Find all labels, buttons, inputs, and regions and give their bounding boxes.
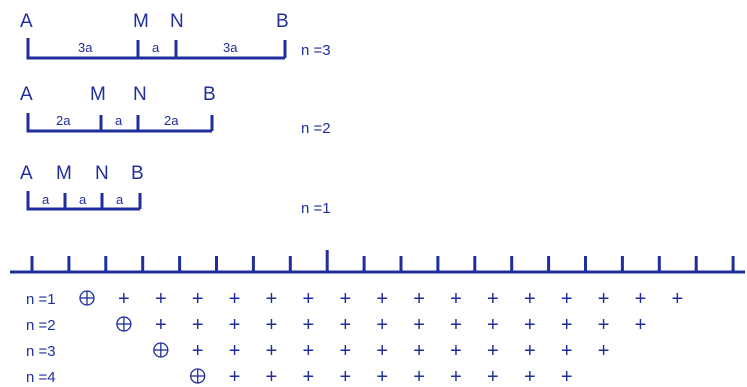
plus-icon: + [376, 366, 388, 387]
plus-icon: + [303, 340, 315, 362]
plus-icon: + [229, 366, 241, 387]
plus-icon: + [339, 288, 351, 310]
segment-label: a [152, 40, 160, 55]
plus-icon: + [155, 314, 167, 336]
plus-icon: + [524, 314, 536, 336]
point-b-label: B [203, 84, 216, 105]
point-a-label: A [20, 11, 33, 32]
plus-icon: + [303, 288, 315, 310]
plus-icon: + [192, 340, 204, 362]
plus-icon: + [561, 340, 573, 362]
plus-icon: + [598, 314, 610, 336]
plus-icon: + [229, 314, 241, 336]
circle-plus-icon [116, 316, 132, 332]
segment-label: a [42, 192, 50, 207]
plus-icon: + [672, 288, 684, 310]
plus-icon: + [339, 340, 351, 362]
plus-icon: + [413, 314, 425, 336]
plus-icon: + [487, 314, 499, 336]
point-b-label: B [276, 11, 289, 32]
plus-icon: + [266, 314, 278, 336]
point-n-label: N [133, 84, 147, 105]
point-m-label: M [56, 163, 72, 184]
plus-icon: + [450, 340, 462, 362]
plus-icon: + [598, 288, 610, 310]
plus-icon: + [376, 288, 388, 310]
plus-icon: + [561, 288, 573, 310]
plus-icon: + [266, 288, 278, 310]
plus-icon: + [524, 366, 536, 387]
row-label: n =2 [26, 317, 56, 334]
plus-icon: + [450, 366, 462, 387]
plus-icon: + [413, 288, 425, 310]
circle-plus-icon [153, 342, 169, 358]
circle-plus-icon [190, 368, 206, 384]
plus-icon: + [303, 314, 315, 336]
segment-label: 3a [223, 40, 238, 55]
plus-icon: + [524, 288, 536, 310]
plus-icon: + [561, 366, 573, 387]
segment-bar [26, 38, 287, 60]
plus-icon: + [635, 288, 647, 310]
plus-icon: + [450, 314, 462, 336]
plus-icon: + [487, 288, 499, 310]
plus-icon: + [487, 366, 499, 387]
plus-icon: + [598, 340, 610, 362]
plus-icon: + [339, 314, 351, 336]
row-label: n =4 [26, 369, 56, 386]
electrode-ticks [30, 250, 735, 272]
row-label: n =1 [26, 291, 56, 308]
n-label: n =2 [301, 120, 331, 137]
config-n3: A M N B 3a a 3a n =3 [20, 11, 331, 60]
plus-icon: + [303, 366, 315, 387]
config-n2: A M N B 2a a 2a n =2 [20, 84, 331, 137]
point-a-label: A [20, 84, 33, 105]
plus-icon: + [450, 288, 462, 310]
point-m-label: M [90, 84, 106, 105]
segment-label: a [79, 192, 87, 207]
segment-label: a [115, 113, 123, 128]
plus-icon: + [561, 314, 573, 336]
plus-icon: + [155, 288, 167, 310]
point-n-label: N [170, 11, 184, 32]
config-n1: A M N B a a a n =1 [20, 163, 331, 217]
row-markers: + + + + + + + + + + + + + + + + + + + + + + + + + + + + + + + + + + + + + + + +… [79, 288, 684, 387]
plus-icon: + [229, 288, 241, 310]
circle-plus-icon [79, 290, 95, 306]
segment-label: 2a [164, 113, 179, 128]
plus-icon: + [487, 340, 499, 362]
plus-icon: + [266, 340, 278, 362]
row-label: n =3 [26, 343, 56, 360]
point-m-label: M [133, 11, 149, 32]
segment-label: 2a [56, 113, 71, 128]
segment-label: 3a [78, 40, 93, 55]
plus-icon: + [192, 288, 204, 310]
plus-icon: + [192, 314, 204, 336]
plus-icon: + [266, 366, 278, 387]
electrode-line [10, 250, 745, 274]
plus-icon: + [339, 366, 351, 387]
measurement-rows: n =1 n =2 n =3 n =4 ++++++++++++++++++++… [26, 288, 683, 387]
n-label: n =1 [301, 200, 331, 217]
segment-label: a [116, 192, 124, 207]
segment-bar [26, 113, 214, 133]
plus-icon: + [376, 340, 388, 362]
plus-icon: + [413, 340, 425, 362]
segment-bar [26, 191, 142, 211]
plus-icon: + [376, 314, 388, 336]
point-b-label: B [131, 163, 144, 184]
plus-icon: + [524, 340, 536, 362]
point-a-label: A [20, 163, 33, 184]
n-label: n =3 [301, 42, 331, 59]
plus-icon: + [413, 366, 425, 387]
plus-icon: + [635, 314, 647, 336]
point-n-label: N [95, 163, 109, 184]
plus-icon: + [118, 288, 130, 310]
plus-icon: + [229, 340, 241, 362]
